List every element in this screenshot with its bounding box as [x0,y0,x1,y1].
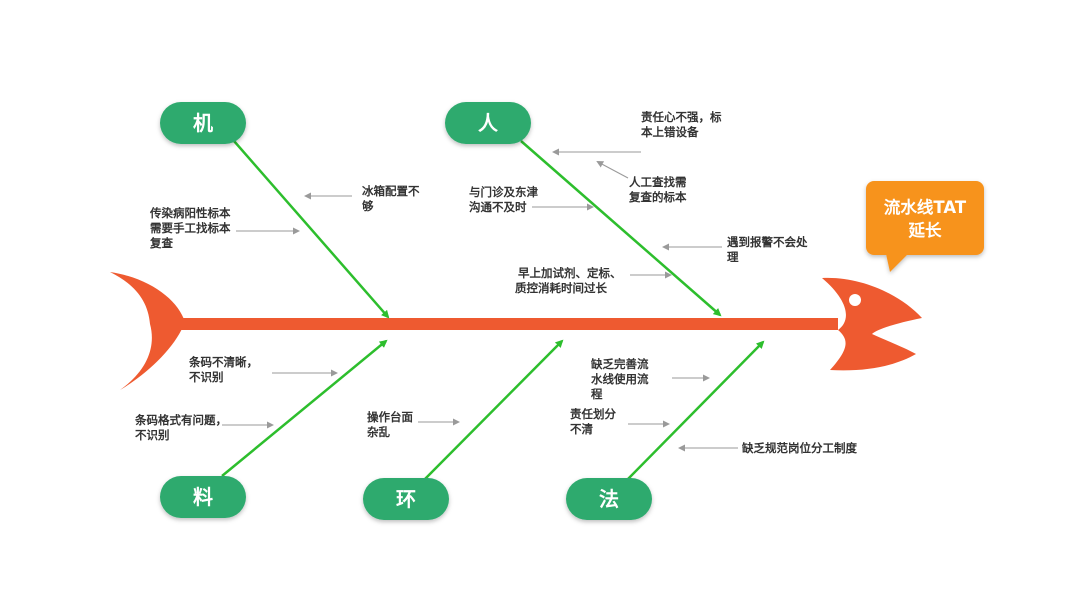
result-title-line1: 流水线TAT [884,197,967,217]
cause-line: 缺乏完善流 [590,357,649,371]
category-pill-method [566,478,652,520]
cause-line: 操作台面 [367,410,413,424]
result-bubble [866,181,984,272]
cause-text: 操作台面 杂乱 [367,410,417,439]
bone-environment [424,339,564,480]
bone-method [627,340,765,480]
cause-line: 冰箱配置不 [362,184,420,198]
cause-line: 不识别 [135,428,170,442]
cause-text: 早上加试剂、定标、 质控消耗时间过长 [515,266,626,295]
cause-line: 与门诊及东津 [469,185,538,199]
fish-spine [176,318,838,330]
category-pill-material [160,476,246,518]
fish-head [822,277,922,371]
cause-line: 质控消耗时间过长 [515,281,607,295]
cause-text: 遇到报警不会处 理 [727,235,812,264]
fish-tail [110,272,185,390]
category-pill-people [445,102,531,144]
cause-line: 早上加试剂、定标、 [518,266,622,280]
bone-machine [233,140,390,319]
cause-text: 传染病阳性标本 需要手工找标本 复查 [149,206,235,250]
cause-text: 冰箱配置不 够 [361,184,424,213]
cause-line: 程 [591,387,603,401]
cause-line: 理 [727,250,739,264]
cause-line: 责任心不强，标 [641,110,722,124]
cause-text: 缺乏完善流 水线使用流 程 [590,357,653,401]
bone-people [520,140,722,317]
category-pill-machine [160,102,246,144]
cause-line: 需要手工找标本 [150,221,231,235]
cause-text: 人工查找需 复查的标本 [628,175,691,204]
cause-line: 沟通不及时 [469,200,527,214]
category-label-environment: 环 [396,487,416,511]
cause-line: 条码格式有问题， [134,413,227,427]
cause-line: 复查 [149,236,173,250]
cause-text: 与门诊及东津 沟通不及时 [469,185,542,214]
cause-line: 遇到报警不会处 [727,235,808,249]
cause-text: 条码不清晰， 不识别 [188,355,262,384]
cause-line: 传染病阳性标本 [149,206,231,220]
cause-arrow [596,161,629,179]
cause-line: 不识别 [189,370,224,384]
cause-line: 不清 [570,422,593,436]
cause-line: 水线使用流 [591,372,649,386]
cause-text: 条码格式有问题， 不识别 [134,413,231,442]
cause-text: 缺乏规范岗位分工制度 [741,441,857,455]
cause-line: 本上错设备 [641,125,699,139]
cause-line: 够 [361,199,374,213]
cause-line: 责任划分 [570,407,616,421]
category-pill-environment [363,478,449,520]
cause-line: 条码不清晰， [188,355,258,369]
category-label-material: 料 [193,485,213,509]
cause-text: 责任划分 不清 [570,407,620,436]
category-label-method: 法 [599,487,619,511]
result-title-line2: 延长 [908,220,943,240]
fish-eye [849,294,861,306]
bone-material [221,339,388,477]
category-label-people: 人 [478,111,499,135]
cause-line: 杂乱 [367,425,390,439]
cause-line: 人工查找需 [629,175,687,189]
category-label-machine: 机 [193,111,213,135]
cause-text: 责任心不强，标 本上错设备 [641,110,726,139]
cause-line: 复查的标本 [628,190,687,204]
cause-line: 缺乏规范岗位分工制度 [741,441,857,455]
